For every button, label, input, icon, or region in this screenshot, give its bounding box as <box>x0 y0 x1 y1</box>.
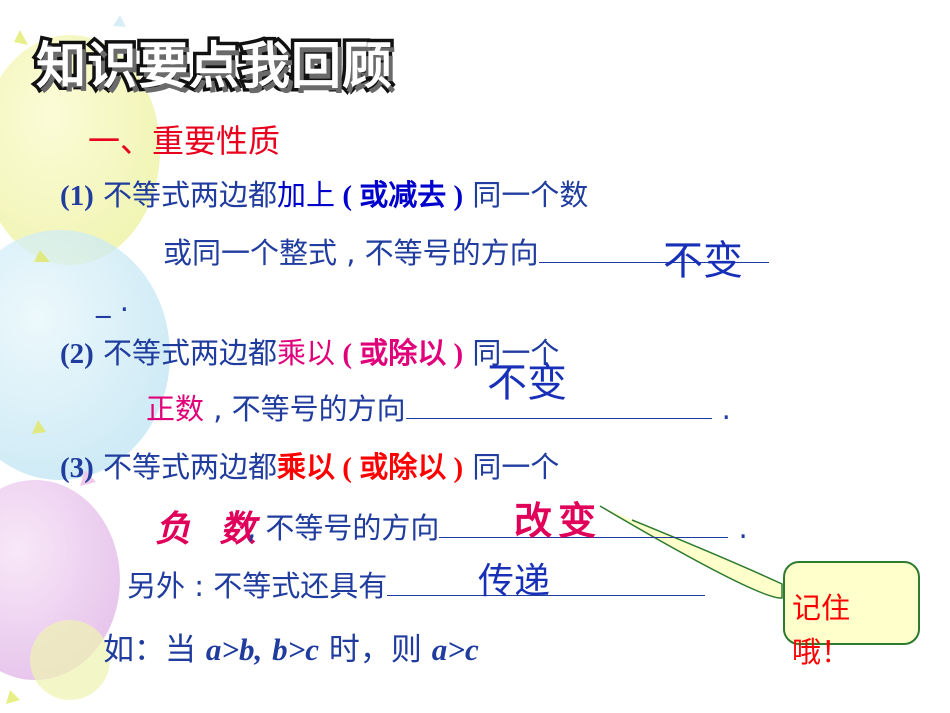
property-1-operation: 加上 <box>277 178 336 212</box>
property-2-blank <box>405 396 712 419</box>
property-3-number: (3) <box>60 452 94 484</box>
property-1-text-b: 同一个数 <box>463 178 589 212</box>
property-1-tail: _ . <box>96 284 129 318</box>
remember-callout-text: 记住哦！ <box>792 591 851 669</box>
example-line: 如：当 a>b, b>c 时，则 a>c <box>103 624 479 669</box>
property-2-line-1: (2) 不等式两边都乘以 ( 或除以 ) 同一个 <box>60 330 559 372</box>
property-2-sign: 正数 <box>146 392 205 426</box>
property-2-text-b: 同一个 <box>463 336 560 370</box>
property-1-text-a: 不等式两边都 <box>93 178 278 212</box>
property-3-answer: 改变 <box>514 498 603 543</box>
property-3-end: . <box>738 511 748 545</box>
property-3-line-1: (3) 不等式两边都乘以 ( 或除以 ) 同一个 <box>60 444 559 486</box>
example-var-1: a>b, <box>205 632 263 667</box>
property-2-line-2: 正数 , 不等号的方向. <box>146 386 731 428</box>
property-1-number: (1) <box>60 180 94 212</box>
property-1-blank <box>538 240 769 263</box>
property-3-text-a: 不等式两边都 <box>93 450 278 484</box>
property-1-line-1: (1) 不等式两边都加上 ( 或减去 ) 同一个数 <box>60 172 588 214</box>
property-3-line-2: , 不等号的方向. <box>247 505 748 547</box>
extra-label: 另外 : 不等式还具有 <box>127 569 388 603</box>
extra-line: 另外 : 不等式还具有 <box>127 563 706 605</box>
example-var-2: b>c <box>272 632 320 667</box>
property-3-blank <box>439 515 729 538</box>
property-2-text-a: 不等式两边都 <box>93 336 278 370</box>
property-3-text-c: , 不等号的方向 <box>247 511 440 545</box>
example-lead: 如：当 <box>103 632 206 668</box>
property-2-number: (2) <box>60 338 94 370</box>
property-1-operation-alt: ( 或减去 ) <box>335 180 464 212</box>
property-3-text-b: 同一个 <box>463 450 560 484</box>
property-1-line-2: 或同一个整式 , 不等号的方向 <box>163 230 769 272</box>
remember-callout <box>783 561 920 645</box>
example-var-3: a>c <box>431 632 479 667</box>
example-mid: 时，则 <box>319 632 432 668</box>
extra-blank <box>387 573 706 596</box>
extra-answer: 传递 <box>478 561 551 602</box>
property-3-operation: 乘以 ( 或除以 ) <box>277 452 464 484</box>
property-2-operation: 乘以 <box>277 336 336 370</box>
property-3-sign: 负 数 <box>155 508 264 550</box>
property-2-text-c: , 不等号的方向 <box>204 392 406 426</box>
property-2-operation-alt: ( 或除以 ) <box>335 338 464 370</box>
property-1-answer: 不变 <box>663 238 743 284</box>
page-title: 知识要点我回顾 <box>33 34 396 99</box>
property-2-end: . <box>721 392 731 426</box>
property-1-text-c: 或同一个整式 , 不等号的方向 <box>163 236 539 270</box>
section-heading: 一、重要性质 <box>88 122 281 160</box>
property-2-answer: 不变 <box>487 360 567 406</box>
